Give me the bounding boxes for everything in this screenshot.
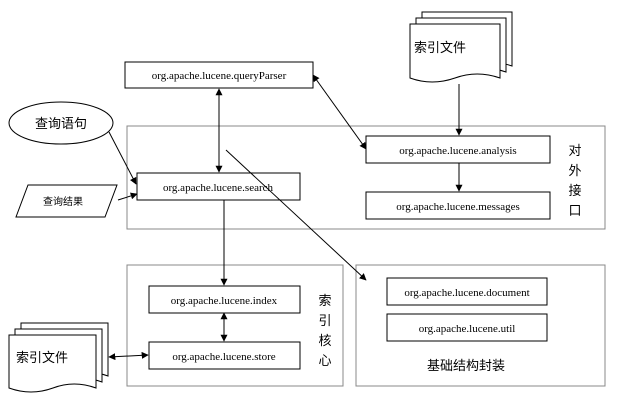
index-file-bottom-shape — [8, 322, 109, 393]
analysis-box — [365, 135, 551, 164]
messages-label: org.apache.lucene.messages — [396, 201, 520, 213]
index-core-label-1: 索 — [318, 294, 331, 309]
query-result-label: 查询结果 — [43, 195, 83, 208]
search-box — [136, 172, 301, 201]
arrow-queryparser-analysis — [312, 74, 367, 150]
document-box — [386, 277, 548, 306]
index-file-bottom-label: 索引文件 — [16, 351, 68, 366]
messages-box — [365, 191, 551, 220]
query-statement-label: 查询语句 — [35, 117, 87, 132]
index-core-label-2: 引 — [318, 314, 331, 329]
arrow-query-to-search — [108, 131, 137, 185]
index-box — [148, 285, 301, 314]
analysis-label: org.apache.lucene.analysis — [399, 145, 516, 157]
store-label: org.apache.lucene.store — [172, 351, 275, 363]
index-core-label-4: 心 — [318, 354, 331, 369]
basic-structure-group — [355, 264, 606, 387]
query-result-parallelogram — [15, 184, 118, 218]
query-parser-label: org.apache.lucene.queryParser — [152, 70, 287, 82]
index-core-group — [126, 264, 344, 387]
index-file-top-label: 索引文件 — [414, 41, 466, 56]
basic-structure-label: 基础结构封装 — [427, 359, 505, 374]
arrow-store-index-file — [108, 351, 149, 361]
external-interface-label-4: 口 — [568, 204, 581, 219]
util-label: org.apache.lucene.util — [419, 323, 516, 335]
query-parser-box — [124, 61, 314, 89]
document-label: org.apache.lucene.document — [404, 287, 529, 299]
query-statement-ellipse — [8, 101, 114, 145]
index-label: org.apache.lucene.index — [171, 295, 278, 307]
external-interface-label-3: 接 — [568, 183, 581, 199]
util-box — [386, 313, 548, 342]
store-box — [148, 341, 301, 370]
arrow-search-to-result — [117, 192, 138, 201]
index-core-label-3: 核 — [318, 334, 331, 349]
arrow-search-to-basic-structure — [225, 149, 367, 281]
external-interface-label-2: 外 — [568, 164, 581, 179]
index-file-top-shape — [409, 11, 513, 83]
external-interface-label-1: 对 — [568, 144, 581, 159]
search-label: org.apache.lucene.search — [163, 182, 274, 194]
